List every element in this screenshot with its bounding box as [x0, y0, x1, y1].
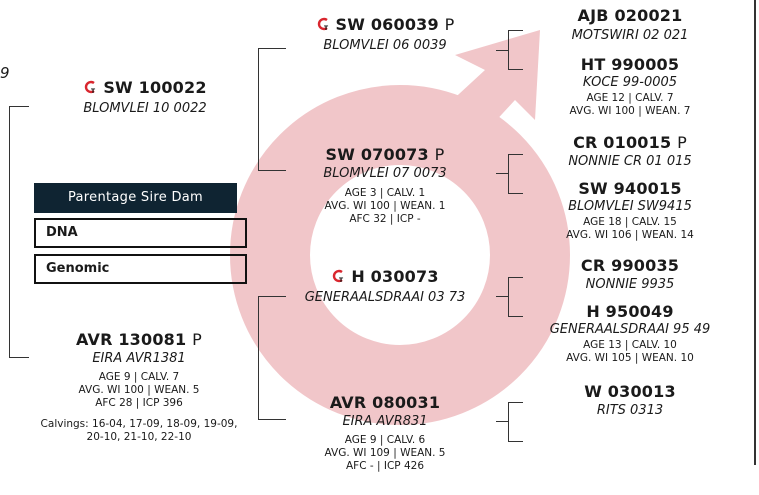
right-border	[754, 0, 756, 465]
legend-genomic: Genomic	[34, 254, 247, 284]
gg-card[interactable]: W 030013 RITS 0313	[584, 382, 676, 418]
gt-icon: T	[317, 17, 329, 31]
dam-card[interactable]: AVR 080031 EIRA AVR831 AGE 9 | CALV. 6 A…	[285, 393, 485, 473]
calvings-text: 20-10, 21-10, 22-10	[86, 431, 192, 443]
animal-name: EIRA AVR1381	[92, 351, 186, 366]
cropped-text: 9	[0, 64, 10, 82]
svg-text:T: T	[339, 277, 344, 283]
animal-id: AVR 130081 P	[75, 330, 202, 349]
gg-card[interactable]: H 950049 GENERAALSDRAAI 95 49 AGE 13 | C…	[549, 302, 711, 364]
sire-sire-name: BLOMVLEI 06 0039	[323, 38, 447, 53]
gg-card[interactable]: AJB 020021 MOTSWIRI 02 021	[571, 6, 689, 43]
sire-dam-name: GENERAALSDRAAI 03 73	[304, 290, 466, 305]
sire-name: BLOMVLEI 07 0073	[323, 166, 447, 181]
legend-header: Parentage Sire Dam	[34, 183, 237, 213]
legend-dna: DNA	[34, 218, 247, 248]
half-sib-name: BLOMVLEI 10 0022	[83, 101, 207, 116]
animal-stat: AGE 9 | CALV. 7	[98, 371, 180, 383]
gt-icon: T	[333, 269, 344, 283]
sire-card[interactable]: SW 070073 P BLOMVLEI 07 0073 AGE 3 | CAL…	[285, 145, 485, 226]
gt-icon: T	[85, 80, 96, 94]
gg-card[interactable]: CR 010015 P NONNIE CR 01 015	[568, 133, 692, 169]
gg-card[interactable]: SW 940015 BLOMVLEI SW9415 AGE 18 | CALV.…	[566, 179, 694, 241]
animal-stat: AVG. WI 100 | WEAN. 5	[78, 384, 200, 396]
animal-stat: AFC 28 | ICP 396	[95, 397, 183, 409]
gg-card[interactable]: CR 990035 NONNIE 9935	[580, 256, 680, 292]
svg-text:T: T	[324, 25, 329, 31]
gg-card[interactable]: HT 990005 KOCE 99-0005 AGE 12 | CALV. 7 …	[569, 55, 691, 117]
svg-text:T: T	[91, 88, 96, 94]
dam-name: EIRA AVR831	[342, 414, 428, 429]
calvings-text: Calvings: 16-04, 17-09, 18-09, 19-09,	[40, 418, 238, 430]
animal-card[interactable]: AVR 130081 P EIRA AVR1381 AGE 9 | CALV. …	[34, 330, 244, 444]
